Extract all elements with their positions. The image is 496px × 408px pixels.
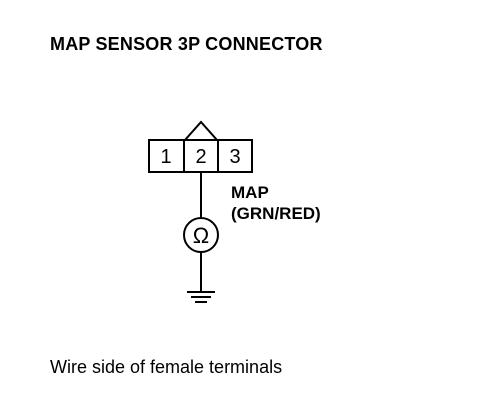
diagram-title: MAP SENSOR 3P CONNECTOR (50, 34, 323, 54)
pin-label-2: 2 (195, 146, 206, 168)
diagram-caption: Wire side of female terminals (50, 357, 283, 377)
ground-icon (187, 291, 215, 303)
wire-label: MAP (GRN/RED) (231, 182, 321, 224)
wire-color: (GRN/RED) (231, 204, 321, 223)
ohm-icon: Ω (193, 223, 209, 248)
pin-label-3: 3 (229, 146, 240, 168)
connector-lock-tab (184, 120, 218, 141)
pin-label-1: 1 (160, 146, 171, 168)
wire-name: MAP (231, 183, 269, 202)
